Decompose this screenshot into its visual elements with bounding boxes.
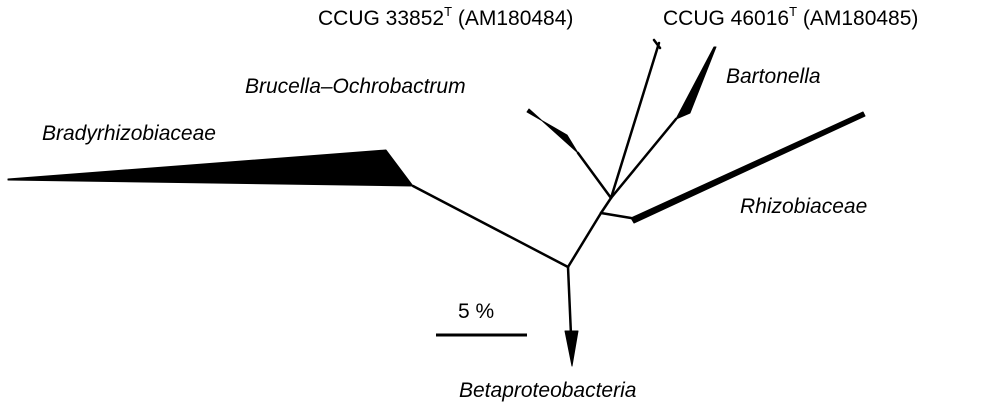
label-rhizobiaceae: Rhizobiaceae [740,195,867,218]
label-bradyrhizobiaceae: Bradyrhizobiaceae [42,122,216,145]
label-betaproteobacteria: Betaproteobacteria [459,379,636,402]
branch-brucella [576,151,613,200]
tree-branches [411,38,678,337]
strain2-accession: (AM180485) [797,7,918,30]
label-strain-ccug-46016: CCUG 46016T (AM180485) [663,4,918,30]
branch-rhizobiaceae-stem [599,211,633,220]
strain1-name: CCUG 33852 [318,7,444,30]
wedge-rhizobiaceae [630,111,866,224]
label-brucella-ochrobactrum: Brucella–Ochrobactrum [245,75,466,98]
branch-internal-upper [599,196,613,215]
wedge-bartonella [675,46,717,120]
branch-bradyrhizobiaceae [411,184,570,269]
strain1-accession: (AM180484) [452,7,573,30]
label-bartonella: Bartonella [726,65,821,88]
strain2-name: CCUG 46016 [663,7,789,30]
wedge-brucella [526,108,579,154]
branch-bartonella [609,117,678,200]
branch-internal [566,211,603,269]
arrow-betaproteobacteria [564,330,579,367]
strain1-type-mark: T [444,4,452,19]
branch-ccug-33852-tip [652,38,662,50]
label-strain-ccug-33852: CCUG 33852T (AM180484) [318,4,573,30]
label-scale: 5 % [458,300,494,323]
branch-betaproteobacteria [566,265,573,337]
clade-wedges [7,46,866,367]
branch-ccug-33852 [609,41,661,200]
strain2-type-mark: T [789,4,797,19]
wedge-bradyrhizobiaceae [7,149,414,187]
